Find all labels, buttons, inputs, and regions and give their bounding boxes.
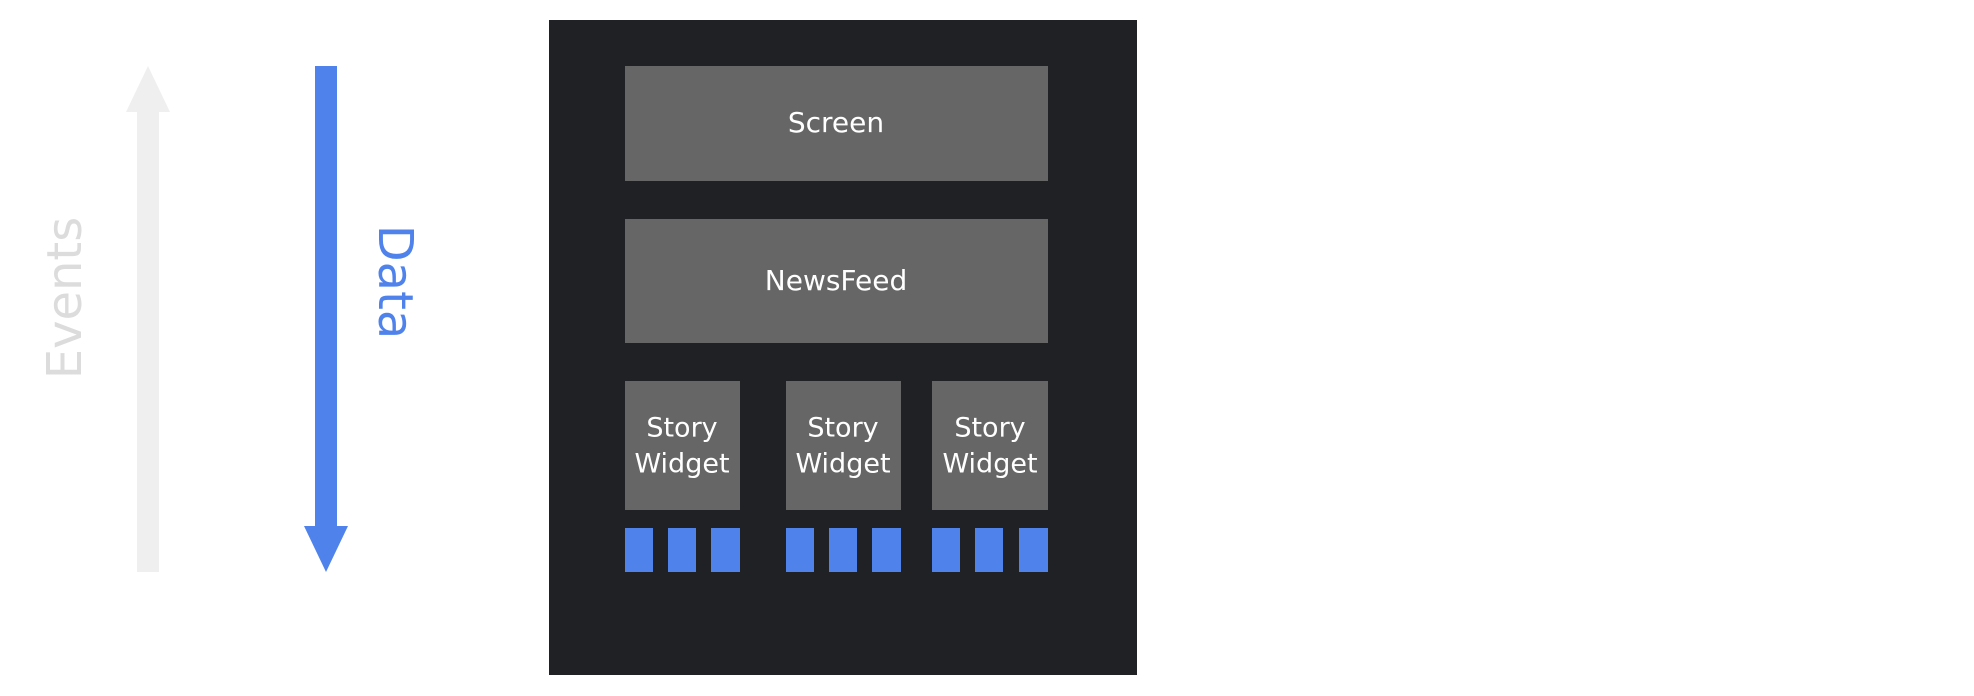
leaf-node [975,528,1003,572]
story-widget-box [932,381,1048,510]
story-widget-box [786,381,901,510]
data-label: Data [367,225,423,340]
story-widget-3: Story Widget [932,381,1048,510]
leaf-node [668,528,696,572]
story-widget-2: Story Widget [786,381,901,510]
leaf-node [711,528,740,572]
newsfeed-box [625,219,1048,343]
newsfeed-label: NewsFeed [765,264,907,297]
story-widget-1: Story Widget [625,381,740,510]
events-label: Events [37,217,93,380]
leaf-node [872,528,901,572]
leaf-node [1019,528,1048,572]
leaf-node [625,528,653,572]
story-widget-line2: Widget [795,449,890,480]
leaf-nodes-group-2 [786,528,901,572]
story-widget-line1: Story [954,413,1025,444]
story-widget-line2: Widget [634,449,729,480]
story-widget-box [625,381,740,510]
events-arrow-head [126,66,170,112]
leaf-node [829,528,857,572]
story-widget-line1: Story [807,413,878,444]
screen-box [625,66,1048,181]
leaf-nodes-group-1 [625,528,740,572]
story-widget-line2: Widget [942,449,1037,480]
story-widget-line1: Story [646,413,717,444]
leaf-node [932,528,960,572]
leaf-nodes-group-3 [932,528,1048,572]
data-arrow-head [304,526,348,572]
events-arrow [126,66,170,572]
events-arrow-shaft [137,110,159,572]
data-arrow [304,66,348,572]
screen-label: Screen [788,106,884,139]
leaf-node [786,528,814,572]
data-arrow-shaft [315,66,337,530]
